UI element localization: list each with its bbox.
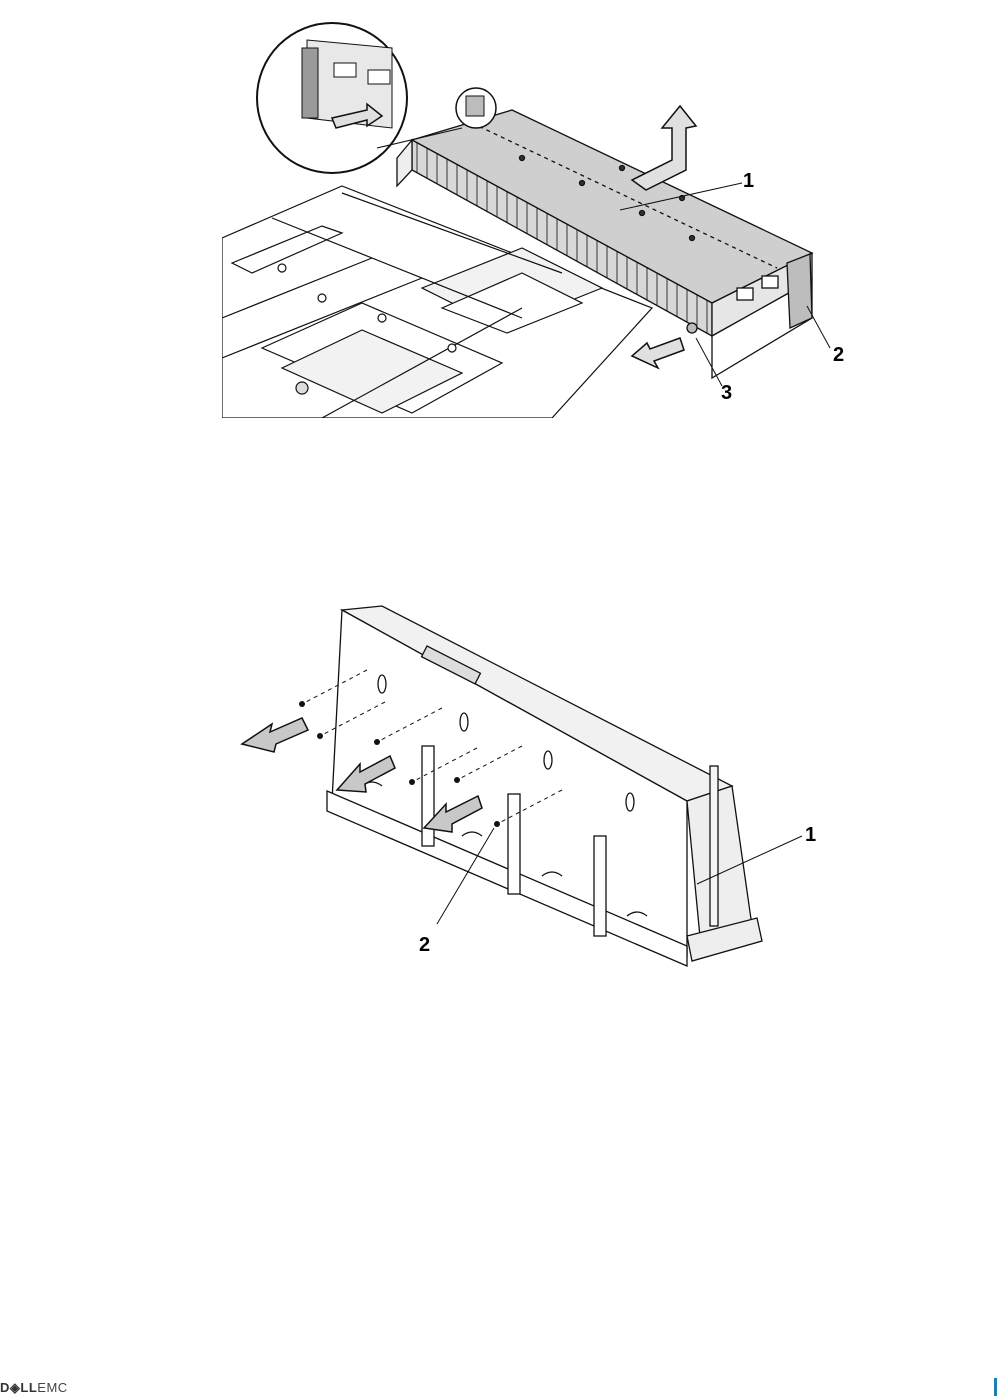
callout-2: 2 xyxy=(833,345,844,365)
remove-arrow xyxy=(242,718,308,752)
figure2-drawing xyxy=(232,596,828,978)
release-latch-highlight xyxy=(456,88,496,128)
callout-3: 3 xyxy=(721,383,732,403)
figure1-drawing xyxy=(222,18,862,418)
figure-drive-cage-screws xyxy=(232,596,828,978)
callout-2: 2 xyxy=(419,935,430,955)
leader-line-2 xyxy=(807,306,830,348)
callout-1: 1 xyxy=(805,825,816,845)
slide-out-arrow xyxy=(632,338,684,368)
dell-emc-logo: D◈LLEMC xyxy=(0,1380,68,1396)
callout-1: 1 xyxy=(743,171,754,191)
figure-drive-cage-removal xyxy=(222,18,862,418)
page-edge-marker xyxy=(994,1378,997,1396)
lift-up-arrow xyxy=(632,106,696,190)
drive-cage-side-illustration xyxy=(327,606,762,966)
